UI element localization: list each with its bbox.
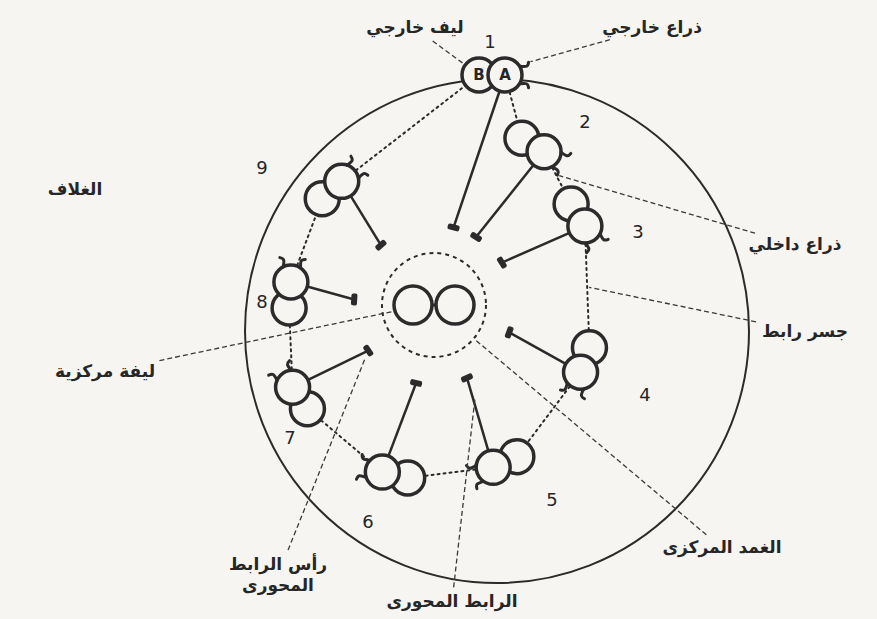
a-tubule: [564, 355, 598, 389]
leader-line: [589, 287, 756, 322]
spoke-head: [469, 231, 482, 242]
tubule-letter: B: [473, 67, 484, 84]
inner-arm: [585, 243, 589, 253]
outer-doublet: [305, 164, 358, 215]
outer-arm: [280, 258, 284, 267]
leader-line: [433, 41, 463, 63]
outer-doublet: [554, 187, 602, 243]
inner-arm: [287, 361, 291, 371]
spoke-head: [374, 239, 387, 251]
tubule-circle: A: [486, 56, 524, 94]
part-label: رأس الرابط المحورى: [216, 554, 340, 597]
inner-arm: [358, 173, 367, 178]
leader-line: [159, 311, 393, 360]
spoke-head: [351, 293, 358, 305]
outer-doublet: [365, 455, 424, 495]
callout-number: 8: [255, 291, 268, 314]
outer-arm: [600, 234, 608, 240]
a-tubule: [527, 135, 561, 169]
a-tubule: [325, 164, 359, 198]
outer-arm: [356, 476, 366, 480]
central-sheath: [382, 253, 486, 357]
spoke-head: [504, 326, 514, 339]
inner-arm: [362, 454, 370, 460]
membrane-outline: [245, 79, 749, 583]
part-label: ذراع داخلي: [747, 234, 844, 255]
tubule-letter: A: [499, 67, 511, 84]
part-label: جسر رابط: [760, 321, 850, 342]
outer-arm: [347, 156, 352, 165]
part-label: ليفة مركزية: [53, 361, 157, 382]
outer-arm: [561, 152, 571, 156]
a-tubule: [276, 370, 310, 404]
a-tubule: [568, 209, 602, 243]
spoke-head: [447, 223, 460, 232]
spoke-head: [410, 379, 423, 388]
callout-number: 2: [578, 111, 591, 134]
part-label: الغمد المركزى: [660, 537, 783, 558]
callout-number: 1: [483, 31, 496, 54]
tubule-ring: [488, 58, 522, 92]
part-label: ذراع خارجي: [600, 17, 704, 38]
leader-line: [454, 398, 475, 587]
spoke-head: [460, 373, 473, 383]
outer-doublet: [505, 121, 561, 169]
callout-number: 4: [638, 384, 651, 407]
outer-arm: [476, 481, 483, 488]
outer-doublet: [272, 265, 308, 325]
inner-arm: [552, 167, 558, 175]
leader-line: [475, 340, 706, 535]
outer-doublet: [476, 440, 534, 485]
callout-number: 6: [361, 511, 374, 534]
central-tubule: [394, 286, 432, 324]
central-tubule: [436, 286, 474, 324]
part-label: الرابط المحورى: [384, 591, 519, 612]
callout-number: 3: [631, 221, 644, 244]
callout-number: 9: [255, 157, 268, 180]
leader-line: [288, 357, 366, 550]
a-tubule: [476, 450, 510, 484]
inner-arm: [561, 383, 568, 390]
outer-doublet: [564, 331, 607, 389]
inner-arm: [301, 259, 306, 268]
outer-arm: [269, 374, 277, 380]
leader-line: [559, 176, 755, 234]
leader-line: [531, 40, 610, 62]
callout-number: 5: [545, 489, 558, 512]
spoke-head: [362, 344, 374, 357]
outer-doublet: [276, 370, 325, 425]
callout-number: 7: [283, 427, 296, 450]
radial-spoke: [454, 75, 505, 227]
spoke-head: [496, 256, 507, 269]
part-label: الغلاف: [46, 179, 104, 200]
outer-arm: [581, 389, 584, 399]
nexin-link: [342, 75, 479, 181]
a-tubule: [274, 265, 308, 299]
part-label: ليف خارجي: [364, 17, 465, 38]
